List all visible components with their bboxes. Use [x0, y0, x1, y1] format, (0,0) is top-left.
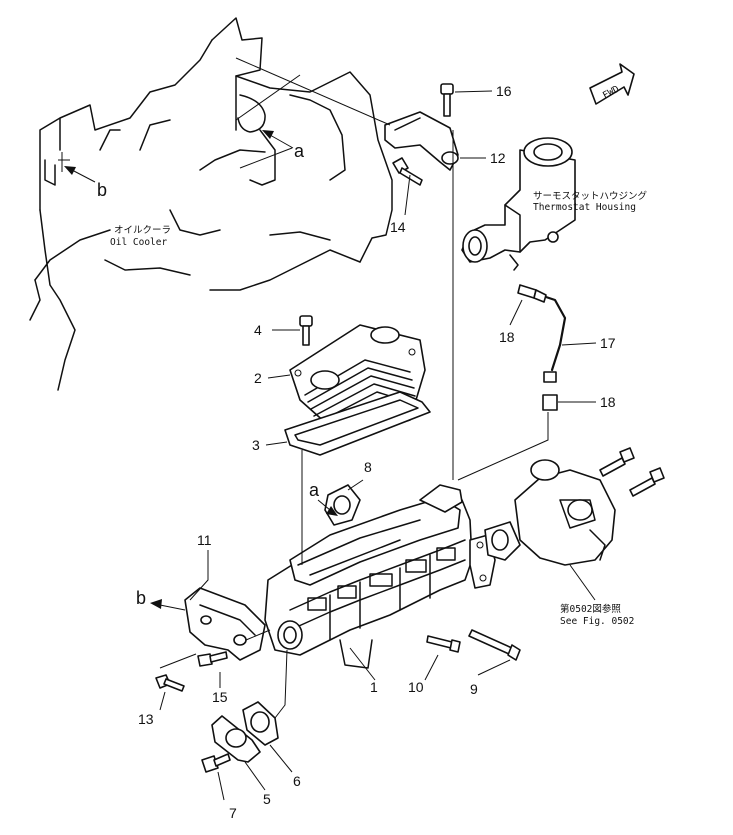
bracket-11 [184, 587, 266, 661]
callout-9: 9 [470, 681, 478, 697]
ref-arrow-b-top [64, 166, 96, 183]
callout-10: 10 [408, 679, 424, 695]
gasket-6 [242, 701, 279, 746]
bolt-16 [440, 83, 454, 117]
see-fig-label-jp: 第0502図参照 [560, 603, 621, 615]
pump-bolt-lower [629, 467, 665, 497]
thermostat-label-en: Thermostat Housing [533, 202, 636, 213]
callout-13: 13 [138, 711, 154, 727]
thermostat-housing [461, 137, 576, 271]
callout-8: 8 [364, 459, 372, 475]
callout-4: 4 [254, 322, 262, 338]
callout-6: 6 [293, 773, 301, 789]
thermostat-label-jp: サーモスタットハウジング [533, 190, 648, 202]
reference-b-top: b [97, 180, 107, 200]
water-pump [484, 459, 616, 566]
oil-cooler-label-en: Oil Cooler [110, 237, 167, 248]
callout-15: 15 [212, 689, 228, 705]
bolt-7 [201, 753, 231, 773]
callout-11: 11 [197, 532, 212, 548]
callout-14: 14 [390, 219, 406, 235]
bracket-12 [384, 111, 459, 171]
oil-cooler-label-jp: オイルクーラ [114, 225, 171, 236]
ref-arrow-a-top [262, 130, 294, 149]
callout-18-lower: 18 [600, 394, 616, 410]
callout-18-upper: 18 [499, 329, 515, 345]
ref-arrow-a-mid [317, 499, 338, 516]
callout-3: 3 [252, 437, 260, 453]
leader-lines [159, 57, 597, 801]
connector-18-lower [542, 371, 558, 411]
bolt-15 [197, 651, 228, 667]
callout-7: 7 [229, 805, 237, 821]
bolt-9 [468, 629, 521, 661]
reference-a-mid: a [309, 480, 320, 500]
cover-5 [211, 715, 261, 763]
callout-12: 12 [490, 150, 506, 166]
callout-16: 16 [496, 83, 512, 99]
engine-block [29, 17, 393, 391]
bolt-14 [392, 157, 423, 186]
bolt-4 [299, 315, 313, 346]
callout-17: 17 [600, 335, 616, 351]
gasket-8 [324, 484, 361, 526]
callout-2: 2 [254, 370, 262, 386]
callout-1: 1 [370, 679, 378, 695]
fwd-arrow-icon: FWD [589, 63, 635, 105]
see-fig-label-en: See Fig. 0502 [560, 616, 634, 627]
reference-b-mid: b [136, 588, 146, 608]
cooler-case-1 [264, 484, 496, 669]
bolt-10 [426, 635, 461, 653]
tube-17 [538, 293, 567, 372]
bolt-13 [155, 674, 185, 692]
pump-bolt-upper [599, 447, 635, 477]
ref-arrow-b-mid [150, 599, 186, 611]
callout-5: 5 [263, 791, 271, 807]
connector-18-upper [517, 284, 547, 303]
reference-a-top: a [294, 141, 305, 161]
gasket-3 [284, 391, 431, 456]
